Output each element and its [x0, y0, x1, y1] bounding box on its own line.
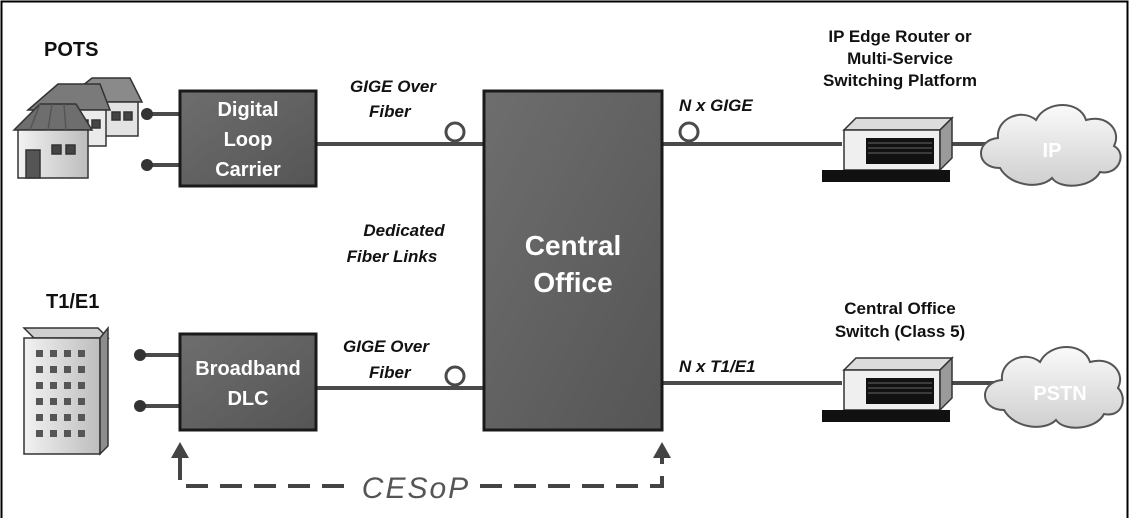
dedicated-label: Dedicated [363, 221, 445, 240]
bdlc-label-1: Broadband [195, 358, 301, 380]
gige-over-bottom-label: GIGE Over [343, 337, 430, 356]
cesop-label: CESoP [362, 472, 470, 505]
fiber-marker-gige [678, 121, 700, 143]
co-label-1: Central [525, 230, 621, 261]
building-icon [22, 325, 110, 456]
ip-cloud-icon [980, 104, 1122, 187]
endpoint-dots [134, 108, 153, 412]
ip-router-icon [821, 117, 953, 183]
dlc-box [178, 89, 318, 188]
central-office-box [482, 89, 664, 432]
pstn-cloud-icon [984, 346, 1124, 429]
ip-cloud-label: IP [1043, 140, 1062, 162]
dlc-label-3: Carrier [215, 159, 281, 181]
bdlc-label-2: DLC [227, 388, 268, 410]
cesop-path [178, 458, 664, 488]
bdlc-box [178, 332, 318, 432]
router-label-2: Multi-Service [847, 49, 953, 68]
co-switch-label-1: Central Office [844, 299, 955, 318]
houses-icon [12, 77, 144, 179]
pstn-cloud-label: PSTN [1033, 383, 1086, 405]
router-label-1: IP Edge Router or [828, 27, 972, 46]
dlc-label-1: Digital [217, 99, 278, 121]
co-label-2: Office [533, 267, 612, 298]
co-switch-label-2: Switch (Class 5) [835, 322, 965, 341]
fiber-marker-bottom [444, 365, 466, 387]
n-gige-label: N x GIGE [679, 96, 753, 115]
fiber-links-label: Fiber Links [347, 247, 438, 266]
fiber-marker-top [444, 121, 466, 143]
connection-lines [140, 112, 996, 408]
gige-over-top-label: GIGE Over [350, 77, 437, 96]
class5-switch-icon [821, 357, 953, 423]
fiber-top-label: Fiber [369, 102, 412, 121]
pots-label: POTS [44, 39, 98, 61]
cesop-arrow-right-icon [653, 442, 671, 458]
fiber-markers [444, 121, 700, 387]
router-label-3: Switching Platform [823, 71, 977, 90]
dlc-label-2: Loop [224, 129, 273, 151]
t1-dot-bottom [134, 400, 146, 412]
fiber-bottom-label: Fiber [369, 363, 412, 382]
pots-dot-top [141, 108, 153, 120]
t1e1-label: T1/E1 [46, 291, 99, 313]
t1-dot-top [134, 349, 146, 361]
cesop-arrow-left-icon [171, 442, 189, 458]
n-t1e1-label: N x T1/E1 [679, 357, 756, 376]
pots-dot-bottom [141, 159, 153, 171]
